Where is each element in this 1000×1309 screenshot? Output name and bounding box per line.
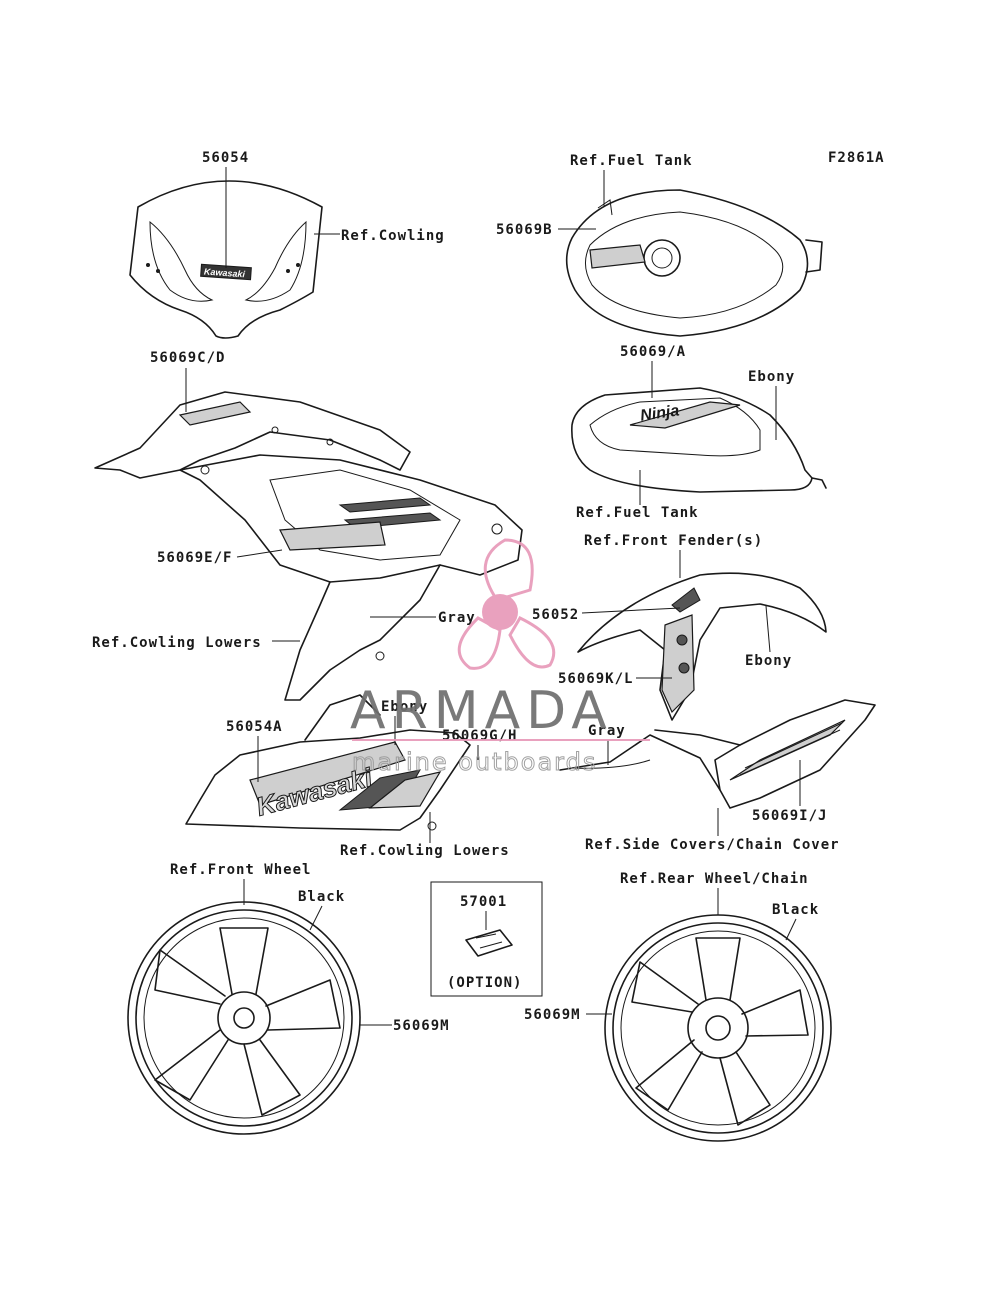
label-ref-rear-wheel: Ref.Rear Wheel/Chain <box>620 871 809 887</box>
label-56069ef: 56069E/F <box>157 550 232 566</box>
watermark-tagline: marine outboards <box>352 748 597 776</box>
label-ref-front-wheel: Ref.Front Wheel <box>170 862 311 878</box>
front-fender-part <box>577 572 827 721</box>
side-covers-part <box>559 699 876 809</box>
label-ref-fuel-tank-bottom: Ref.Fuel Tank <box>576 505 699 521</box>
figure-code: F2861A <box>828 150 885 166</box>
label-ref-front-fender: Ref.Front Fender(s) <box>584 533 763 549</box>
label-57001: 57001 <box>460 894 507 910</box>
propeller-logo-icon <box>457 538 556 670</box>
label-56054a: 56054A <box>226 719 283 735</box>
label-56069a: 56069/A <box>620 344 686 360</box>
label-56069m-front: 56069M <box>393 1018 450 1034</box>
label-56069ij: 56069I/J <box>752 808 827 824</box>
label-ref-cowling-lowers-bottom: Ref.Cowling Lowers <box>340 843 510 859</box>
label-black-front: Black <box>298 889 345 905</box>
watermark: ARMADA marine outboards <box>350 538 650 777</box>
label-ebony-fender: Ebony <box>745 653 792 669</box>
label-ref-cowling: Ref.Cowling <box>341 228 445 244</box>
label-56054: 56054 <box>202 150 249 166</box>
upper-cowling-part <box>94 391 523 701</box>
label-ebony-lower: Ebony <box>381 699 428 715</box>
rear-wheel-part <box>604 914 832 1142</box>
label-56069m-rear: 56069M <box>524 1007 581 1023</box>
label-ebony-tank: Ebony <box>748 369 795 385</box>
label-option: (OPTION) <box>447 975 522 991</box>
label-56069kl: 56069K/L <box>558 671 633 687</box>
label-56069b: 56069B <box>496 222 553 238</box>
watermark-brand: ARMADA <box>350 681 613 741</box>
windshield-part: Kawasaki <box>129 180 323 339</box>
label-56069cd: 56069C/D <box>150 350 225 366</box>
fuel-tank-top-part <box>565 189 823 337</box>
label-gray-side: Gray <box>588 723 626 739</box>
fuel-tank-side-part: Ninja <box>571 387 827 493</box>
label-ref-fuel-tank-top: Ref.Fuel Tank <box>570 153 693 169</box>
label-56052: 56052 <box>532 607 579 623</box>
label-ref-cowling-lowers-left: Ref.Cowling Lowers <box>92 635 262 651</box>
label-black-rear: Black <box>772 902 819 918</box>
kawasaki-decal-small: Kawasaki <box>204 266 246 279</box>
ninja-decal: Ninja <box>639 402 680 424</box>
label-gray-lower: Gray <box>438 610 476 626</box>
option-box <box>430 881 543 997</box>
front-wheel-part <box>127 901 361 1135</box>
label-ref-side-covers: Ref.Side Covers/Chain Cover <box>585 837 840 853</box>
